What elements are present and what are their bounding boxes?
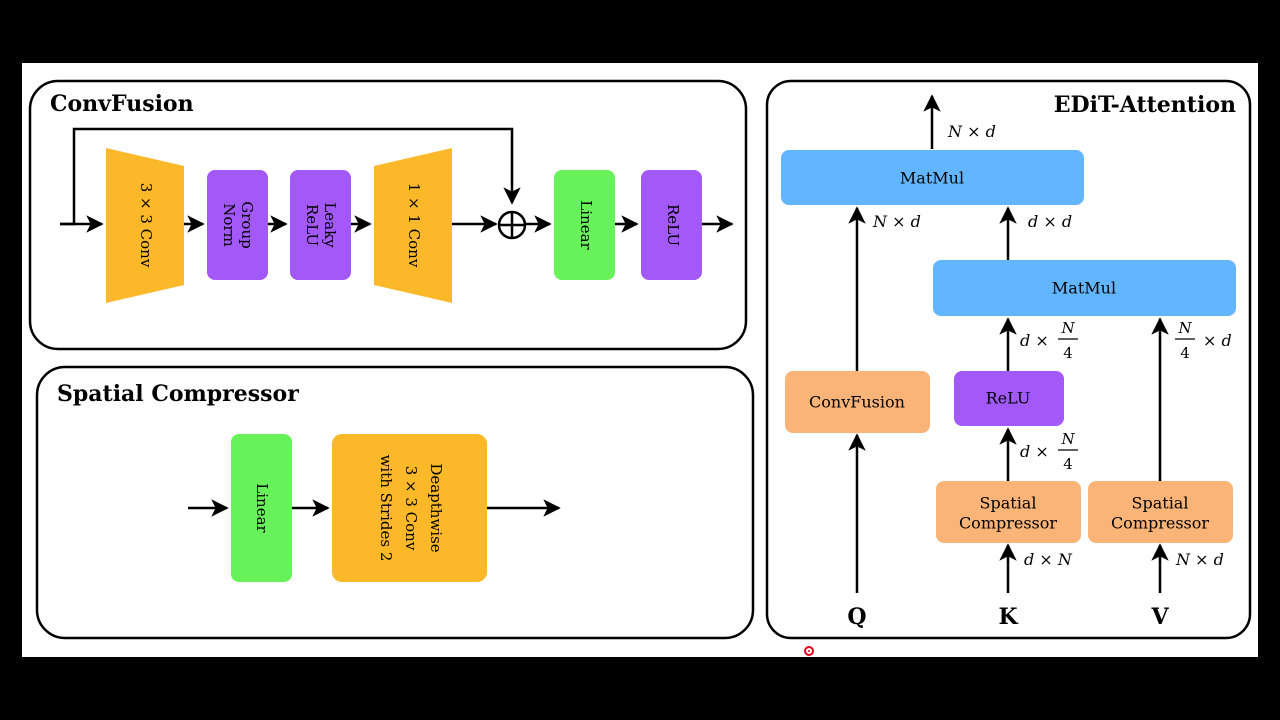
linear-label: Linear — [577, 200, 595, 250]
depthwise-block — [332, 434, 487, 582]
convfusion-title: ConvFusion — [50, 91, 194, 117]
spatial-k-label-2: Compressor — [959, 514, 1057, 533]
dim-v-frac-den: 4 — [1180, 344, 1190, 362]
k-label: K — [998, 604, 1018, 630]
diagram-canvas: ConvFusion 3 × 3 Conv Group Norm Leaky R… — [22, 63, 1258, 657]
conv1x1-label: 1 × 1 Conv — [405, 183, 423, 268]
leakyrelu-block — [290, 170, 351, 280]
dim-k-frac-den-1: 4 — [1063, 455, 1073, 473]
relu-label: ReLU — [664, 204, 682, 246]
depthwise-label-3: with Strides 2 — [377, 455, 395, 562]
depthwise-label-2: 3 × 3 Conv — [402, 466, 420, 551]
dim-q-label: N × d — [872, 212, 921, 231]
architecture-diagram: ConvFusion 3 × 3 Conv Group Norm Leaky R… — [28, 79, 1252, 640]
dim-k-frac-num-1: N — [1060, 430, 1075, 448]
groupnorm-label-1: Group — [238, 201, 256, 248]
spatial-k-block — [936, 481, 1081, 543]
spatial-linear-label: Linear — [253, 483, 271, 533]
v-label: V — [1150, 604, 1169, 630]
dim-v-in-label: N × d — [1175, 550, 1224, 569]
dim-dd-label: d × d — [1028, 212, 1072, 231]
attention-convfusion-label: ConvFusion — [809, 393, 905, 412]
spatial-k-label-1: Spatial — [980, 494, 1037, 513]
spatial-v-block — [1088, 481, 1233, 543]
dim-k-frac-prefix-2: d × — [1020, 331, 1049, 350]
groupnorm-label-2: Norm — [220, 203, 238, 247]
spatial-linear-block — [231, 434, 292, 582]
dim-k-in-label: d × N — [1024, 550, 1073, 569]
leakyrelu-label-2: ReLU — [303, 204, 321, 246]
linear-block — [554, 170, 615, 280]
matmul-mid-block — [933, 260, 1236, 316]
attention-title: EDiT-Attention — [1054, 92, 1236, 118]
conv3x3-block — [106, 148, 184, 303]
attention-convfusion-block — [785, 371, 930, 433]
attention-frame — [765, 79, 1252, 640]
dim-k-frac-num-2: N — [1060, 319, 1075, 337]
spatial-compressor-panel: Spatial Compressor Linear Deapthwise 3 ×… — [35, 365, 755, 640]
edit-attention-panel: EDiT-Attention N × d MatMul ConvFusion N… — [765, 79, 1252, 640]
matmul-top-block — [781, 150, 1084, 205]
relu-block — [641, 170, 702, 280]
dim-k-frac-den-2: 4 — [1063, 344, 1073, 362]
spatial-v-label-2: Compressor — [1111, 514, 1209, 533]
spatial-title: Spatial Compressor — [57, 381, 299, 407]
conv1x1-block — [374, 148, 452, 303]
dim-out-label: N × d — [947, 122, 996, 141]
dim-k-frac-prefix-1: d × — [1020, 442, 1049, 461]
leakyrelu-label-1: Leaky — [321, 202, 339, 248]
dim-v-frac-num: N — [1177, 319, 1192, 337]
matmul-top-label: MatMul — [900, 169, 964, 188]
conv3x3-label: 3 × 3 Conv — [137, 183, 155, 268]
spatial-frame — [35, 365, 755, 640]
attention-relu-label: ReLU — [986, 389, 1031, 408]
convfusion-panel: ConvFusion 3 × 3 Conv Group Norm Leaky R… — [28, 79, 748, 351]
attention-relu-block — [954, 371, 1064, 426]
matmul-mid-label: MatMul — [1052, 279, 1116, 298]
dim-v-frac-suffix: × d — [1203, 331, 1232, 350]
depthwise-label-1: Deapthwise — [427, 463, 445, 552]
mouse-cursor-indicator — [804, 646, 814, 656]
q-label: Q — [847, 604, 866, 630]
convfusion-frame — [28, 79, 748, 351]
groupnorm-block — [207, 170, 268, 280]
spatial-v-label-1: Spatial — [1132, 494, 1189, 513]
